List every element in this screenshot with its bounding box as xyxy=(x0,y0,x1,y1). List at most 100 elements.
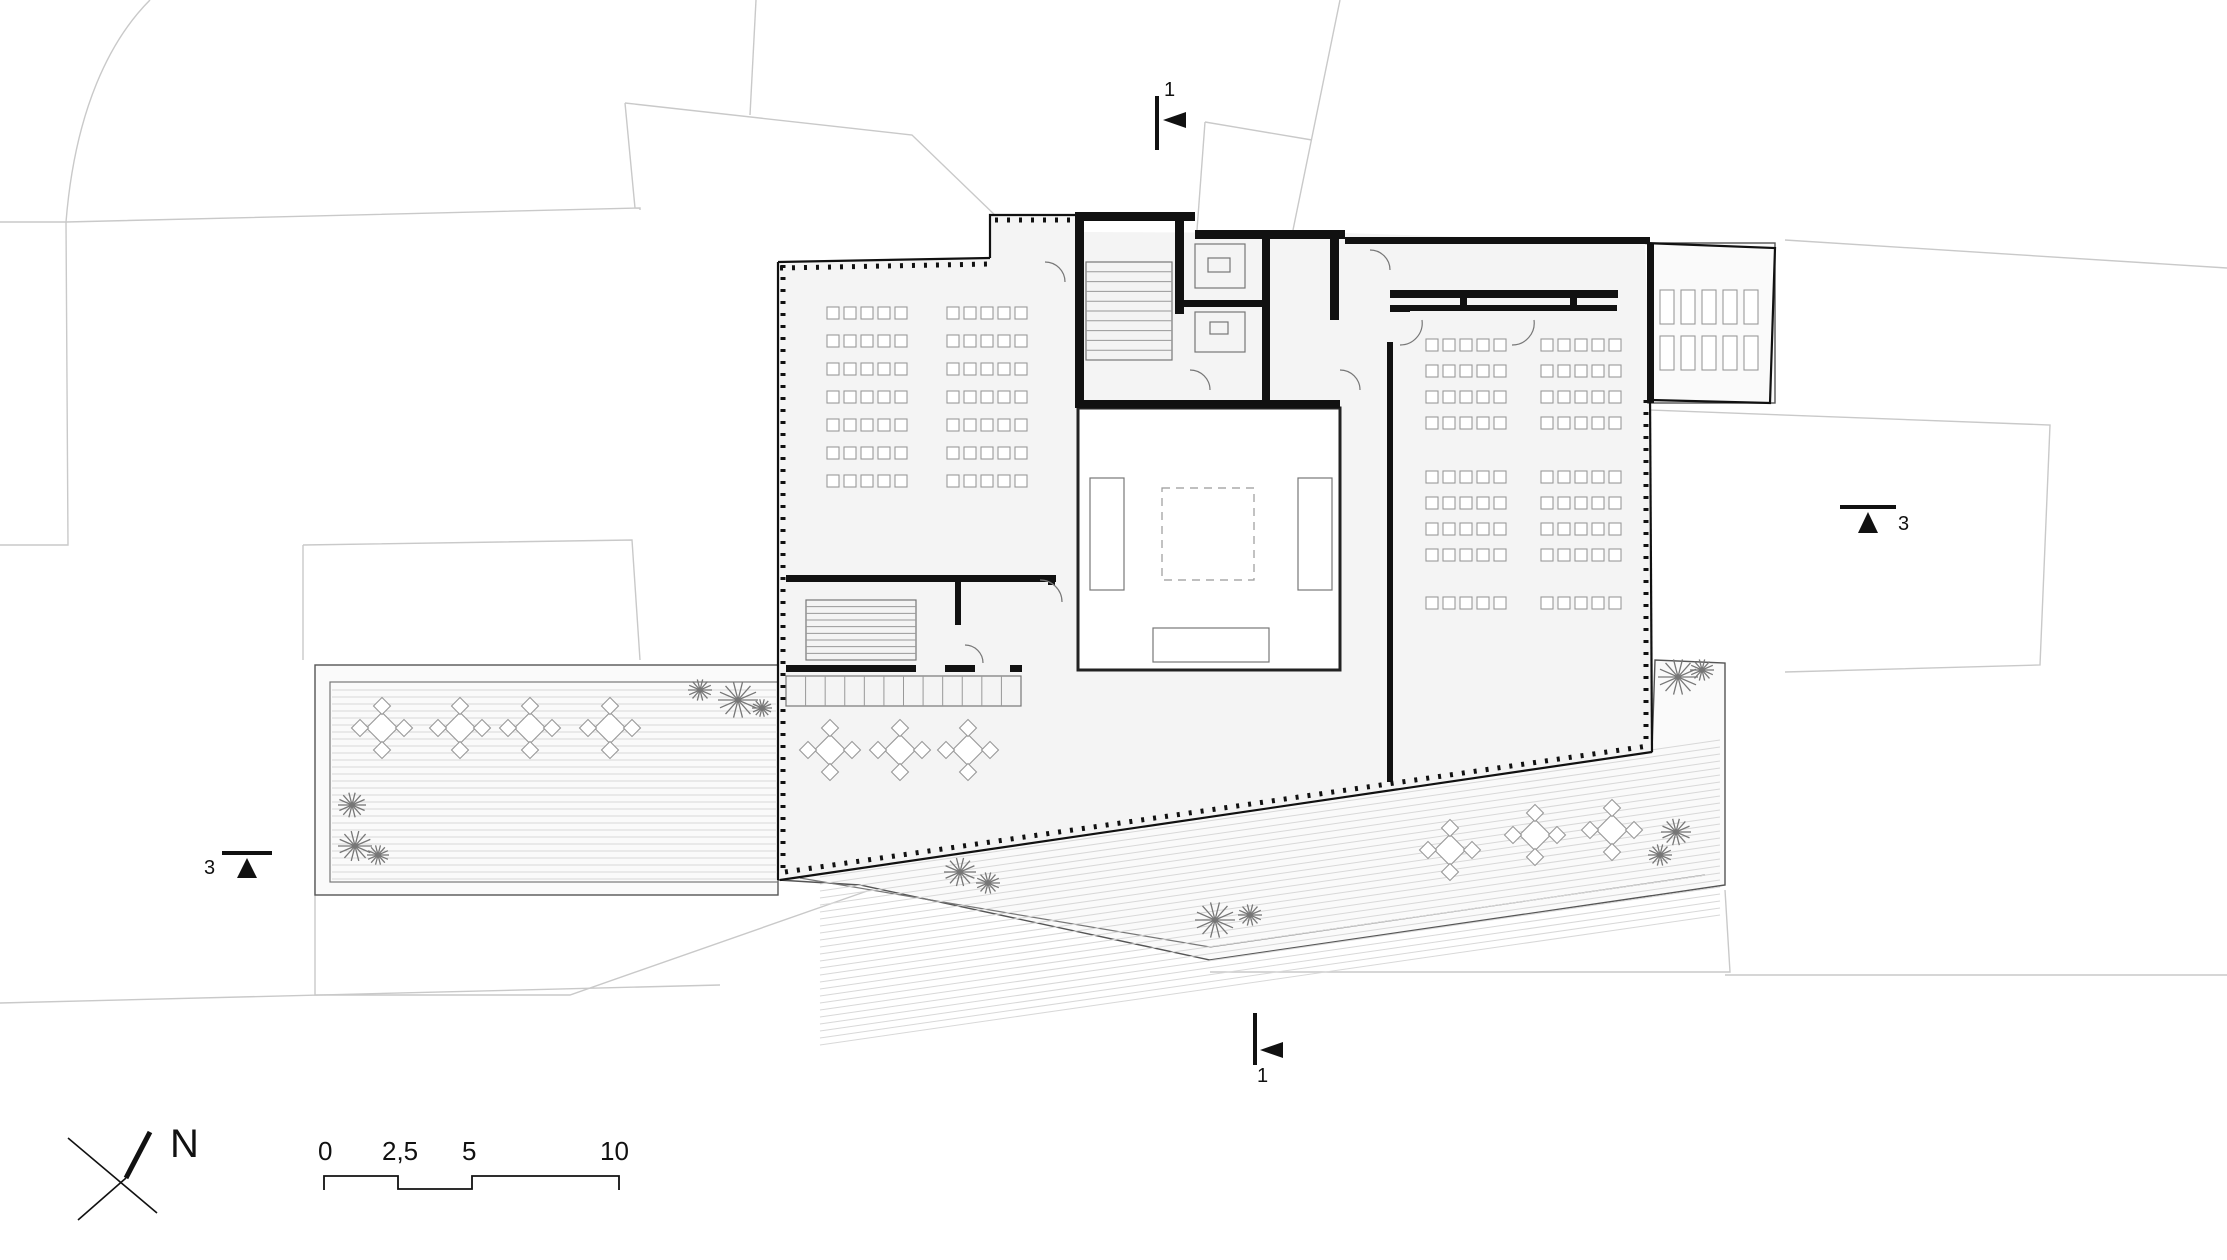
desk xyxy=(877,390,891,404)
desk xyxy=(1476,390,1490,404)
desk xyxy=(1557,548,1571,562)
desk xyxy=(860,334,874,348)
desk xyxy=(826,474,840,488)
desk xyxy=(1493,364,1507,378)
desk xyxy=(1014,390,1028,404)
desks-northeast xyxy=(1659,289,1759,371)
desk xyxy=(1459,596,1473,610)
desk xyxy=(1442,364,1456,378)
desk xyxy=(1425,338,1439,352)
section-marker-bottom: 1 xyxy=(1253,1013,1283,1087)
table-set xyxy=(868,718,932,782)
plant xyxy=(1690,659,1714,681)
desk xyxy=(997,446,1011,460)
desk xyxy=(1574,416,1588,430)
west-terrace xyxy=(314,664,779,896)
desk xyxy=(1608,496,1622,510)
desk xyxy=(1540,496,1554,510)
desks-west xyxy=(826,306,1028,488)
desk xyxy=(997,306,1011,320)
scale-label-5: 5 xyxy=(462,1136,476,1166)
desk xyxy=(1493,548,1507,562)
table-set xyxy=(498,696,562,760)
desk xyxy=(1608,596,1622,610)
desk xyxy=(1476,596,1490,610)
desk xyxy=(1540,522,1554,536)
desk xyxy=(860,390,874,404)
desk xyxy=(1574,338,1588,352)
scale-label-0: 0 xyxy=(318,1136,332,1166)
plant xyxy=(1238,904,1262,926)
desk xyxy=(1701,289,1717,325)
section-marker-top-label: 1 xyxy=(1164,79,1175,101)
desk xyxy=(1425,548,1439,562)
desk xyxy=(946,474,960,488)
desk xyxy=(1540,548,1554,562)
desk xyxy=(980,390,994,404)
desk xyxy=(946,418,960,432)
desk xyxy=(1493,596,1507,610)
desk xyxy=(860,362,874,376)
desk xyxy=(843,334,857,348)
desk xyxy=(1701,335,1717,371)
north-arrow: N xyxy=(67,1122,199,1221)
plant xyxy=(688,679,712,701)
desk xyxy=(1493,496,1507,510)
desk xyxy=(1442,596,1456,610)
stair-north xyxy=(1085,261,1173,361)
desk xyxy=(1476,522,1490,536)
context-lines xyxy=(0,0,2227,1004)
desk xyxy=(1574,548,1588,562)
desk xyxy=(1425,470,1439,484)
plant xyxy=(1661,818,1691,846)
desk xyxy=(1014,446,1028,460)
desk xyxy=(1591,548,1605,562)
desk xyxy=(1591,390,1605,404)
desk xyxy=(843,306,857,320)
desk xyxy=(894,474,908,488)
scale-label-10: 10 xyxy=(600,1136,629,1166)
desk xyxy=(1540,596,1554,610)
desk xyxy=(1014,362,1028,376)
desk xyxy=(1591,416,1605,430)
section-marker-top: 1 xyxy=(1155,79,1186,150)
desk xyxy=(894,362,908,376)
desk xyxy=(1493,416,1507,430)
desk xyxy=(1442,338,1456,352)
desk xyxy=(1014,418,1028,432)
plant xyxy=(367,845,389,865)
plant xyxy=(338,830,372,862)
facade xyxy=(776,213,1777,882)
desk xyxy=(997,362,1011,376)
desk xyxy=(1014,474,1028,488)
desks-east xyxy=(1425,338,1622,610)
table-set xyxy=(1418,818,1482,882)
desk xyxy=(894,306,908,320)
desk xyxy=(1476,416,1490,430)
desk xyxy=(860,446,874,460)
plant xyxy=(1648,844,1672,866)
table-set xyxy=(1580,798,1644,862)
desk xyxy=(946,306,960,320)
desk xyxy=(980,418,994,432)
plant xyxy=(1658,659,1698,695)
desk xyxy=(1442,522,1456,536)
desk xyxy=(946,362,960,376)
desk xyxy=(894,334,908,348)
desk xyxy=(1557,390,1571,404)
terrace-tables xyxy=(350,696,1644,882)
desk xyxy=(826,446,840,460)
desk xyxy=(1493,390,1507,404)
desk xyxy=(946,334,960,348)
desk xyxy=(1014,306,1028,320)
desk xyxy=(963,362,977,376)
desk xyxy=(1591,522,1605,536)
plant xyxy=(718,682,758,718)
desk xyxy=(963,334,977,348)
building-floor xyxy=(778,215,1776,880)
desk xyxy=(826,390,840,404)
table-set xyxy=(350,696,414,760)
desk xyxy=(894,418,908,432)
desk xyxy=(1476,470,1490,484)
